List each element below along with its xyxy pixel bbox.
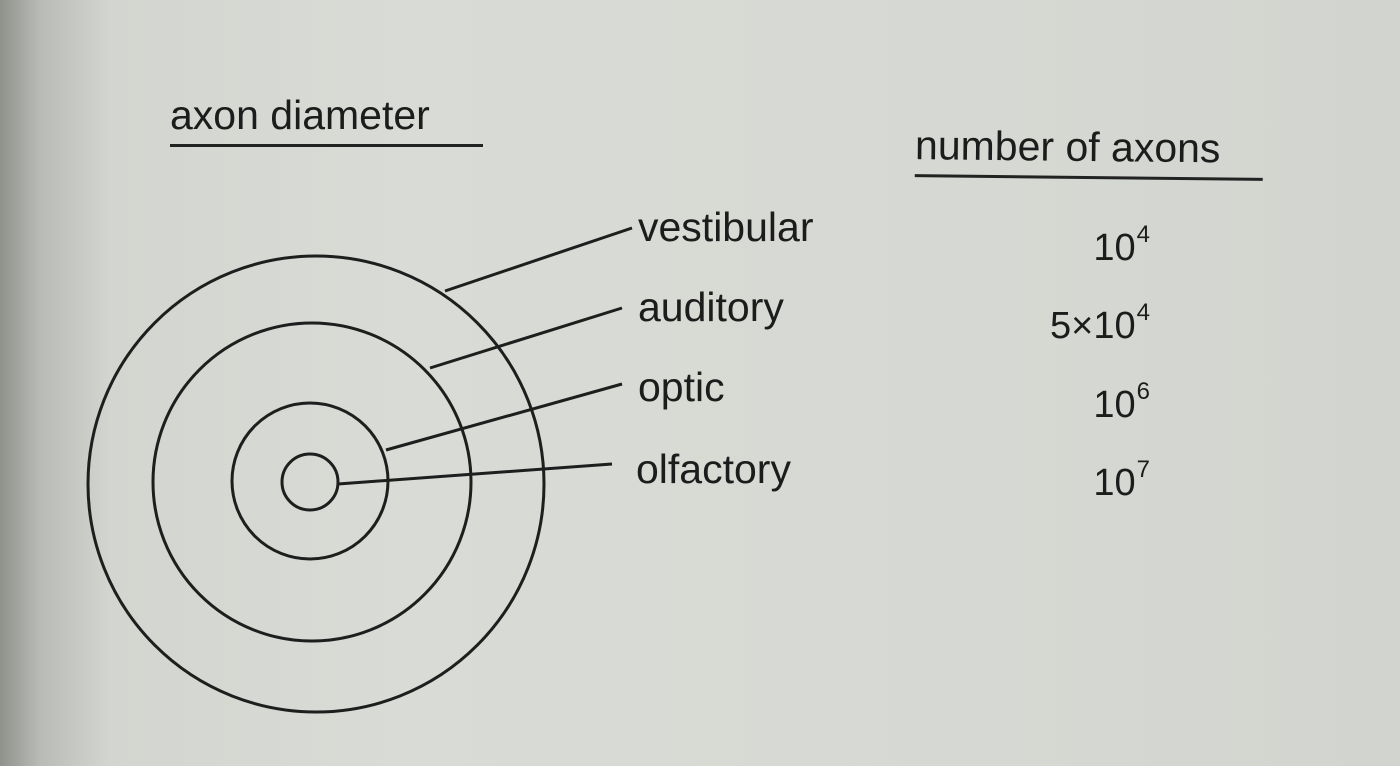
circle-vestibular xyxy=(86,254,546,714)
count-optic: 106 xyxy=(1093,378,1150,426)
label-olfactory: olfactory xyxy=(636,446,791,492)
leader-line-olfactory xyxy=(337,462,613,486)
heading-axon-diameter: axon diameter xyxy=(170,95,483,147)
leader-line-vestibular xyxy=(444,226,633,293)
count-vestibular: 104 xyxy=(1093,221,1150,269)
label-optic: optic xyxy=(638,364,725,410)
circle-olfactory xyxy=(280,452,340,512)
leader-line-auditory xyxy=(429,306,623,370)
label-vestibular: vestibular xyxy=(638,204,814,250)
heading-number-of-axons: number of axons xyxy=(914,122,1264,181)
leader-line-optic xyxy=(385,382,623,452)
count-olfactory: 107 xyxy=(1093,456,1150,504)
circle-auditory xyxy=(151,321,473,643)
count-auditory: 5×104 xyxy=(1050,299,1150,347)
label-auditory: auditory xyxy=(638,284,784,330)
